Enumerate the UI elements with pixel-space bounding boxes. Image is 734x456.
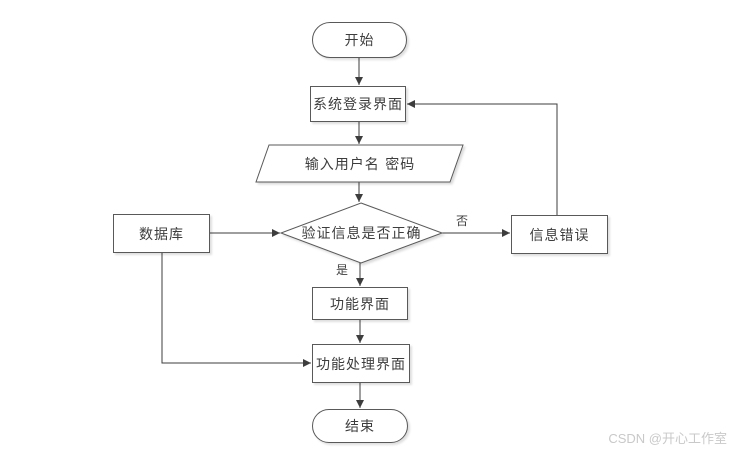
edge-database-to-funcproc bbox=[161, 253, 311, 367]
node-end-label: 结束 bbox=[345, 419, 375, 435]
node-login-screen-label: 系统登录界面 bbox=[313, 97, 403, 113]
node-start-label: 开始 bbox=[344, 33, 375, 49]
node-function-screen-label: 功能界面 bbox=[330, 296, 390, 313]
edge-label-no: 否 bbox=[456, 214, 469, 228]
node-database: 数据库 bbox=[113, 214, 210, 253]
node-function-process-screen-label: 功能处理界面 bbox=[316, 356, 406, 373]
node-end: 结束 bbox=[312, 409, 408, 443]
node-info-error-label: 信息错误 bbox=[529, 227, 590, 244]
edge-label-yes: 是 bbox=[336, 263, 349, 277]
node-login-screen: 系统登录界面 bbox=[310, 86, 406, 122]
decision-diamond-shape bbox=[279, 202, 444, 264]
node-function-process-screen: 功能处理界面 bbox=[312, 344, 410, 383]
node-function-screen: 功能界面 bbox=[312, 287, 408, 320]
csdn-watermark: CSDN @开心工作室 bbox=[608, 431, 727, 446]
edge-error-to-login bbox=[407, 100, 558, 215]
node-start: 开始 bbox=[312, 22, 407, 58]
node-info-error: 信息错误 bbox=[511, 215, 608, 254]
input-parallelogram-shape bbox=[255, 144, 464, 183]
node-database-label: 数据库 bbox=[139, 226, 184, 243]
